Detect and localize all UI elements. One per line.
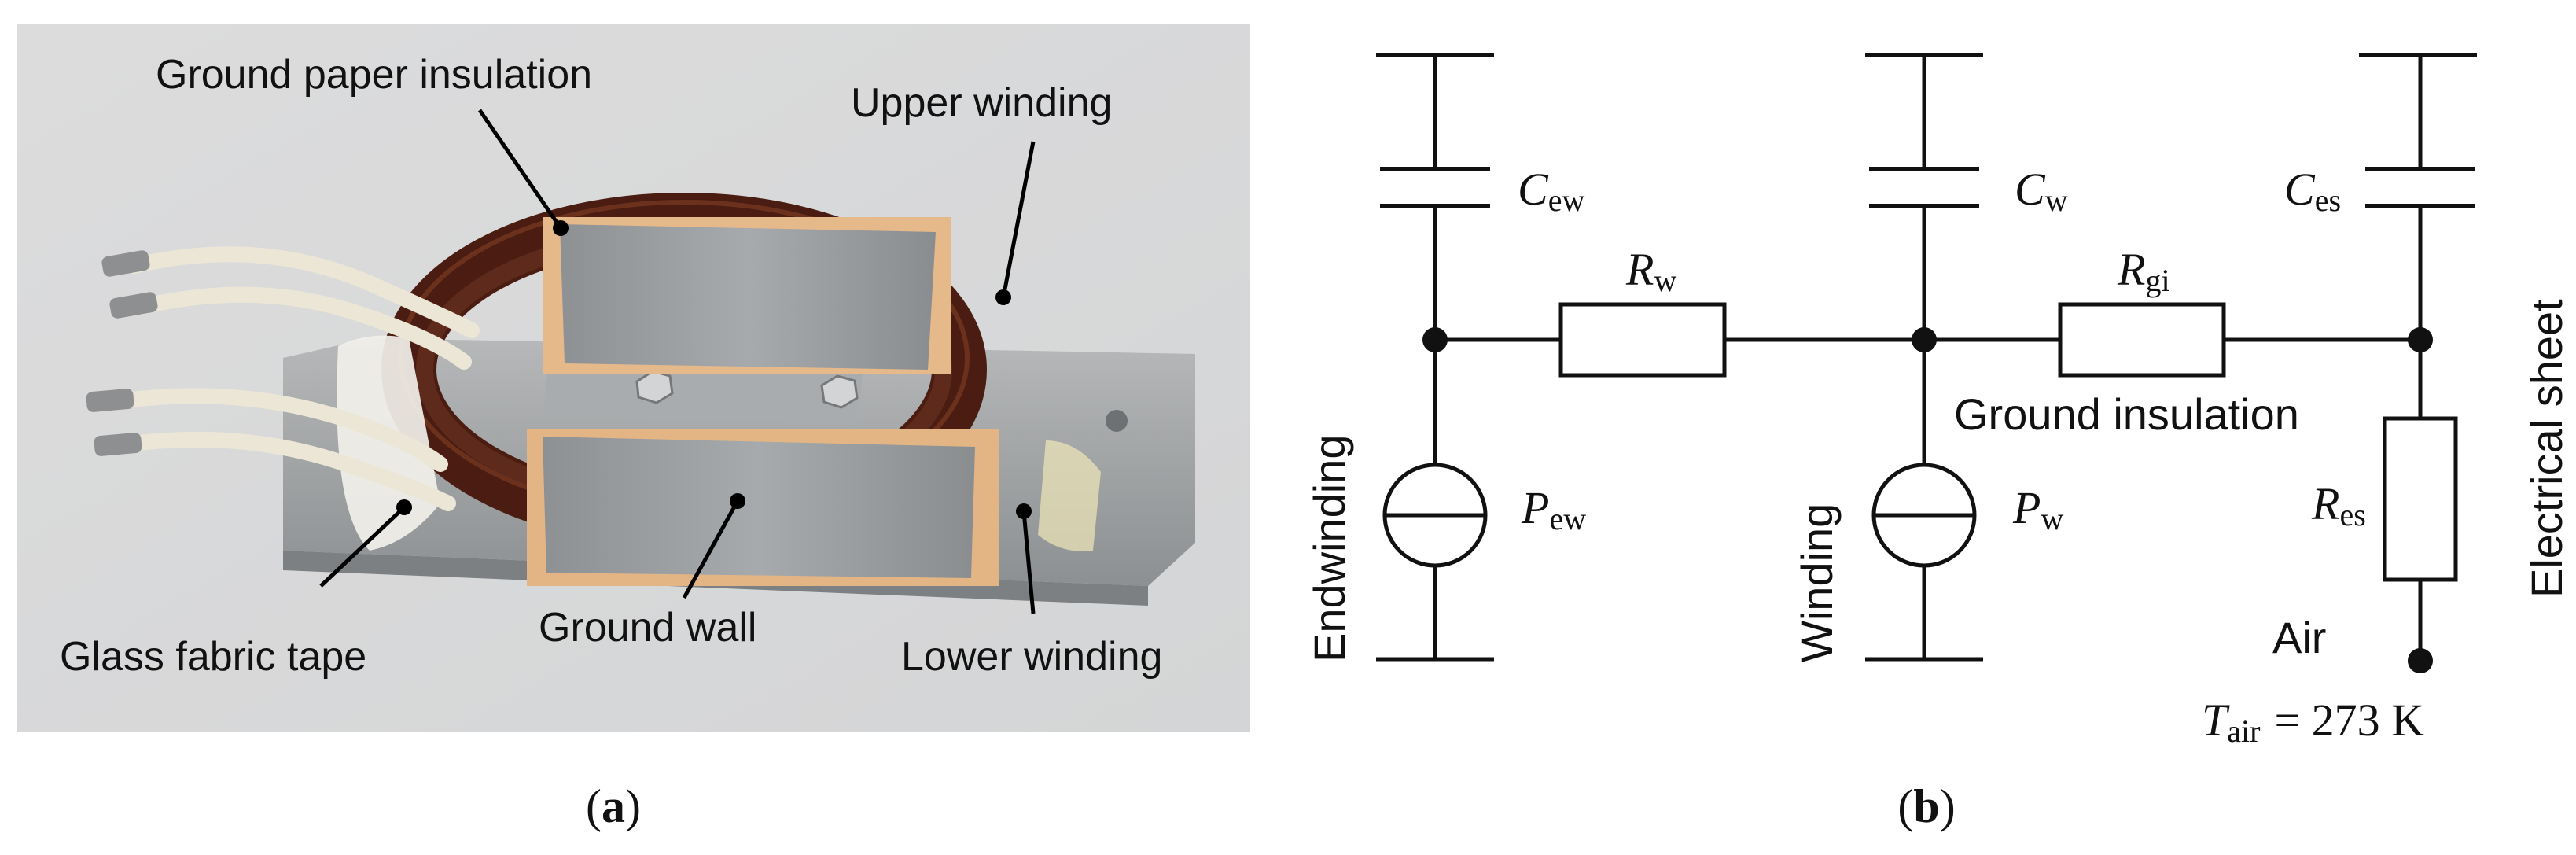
node-air xyxy=(2408,648,2433,673)
label-c-w-subscript: w xyxy=(2045,182,2068,218)
panel-b-circuit: Cew Cw Ces Rw Rgi Res Pew Pw Endwinding … xyxy=(1305,53,2571,749)
label-upper-winding: Upper winding xyxy=(851,80,1112,126)
label-p-ew: Pew xyxy=(1521,482,1586,536)
leader-lower-winding xyxy=(1021,510,1036,614)
caption-b-letter: b xyxy=(1913,780,1939,832)
leader-glass-fabric xyxy=(319,506,406,588)
leader-upper-winding xyxy=(1001,141,1036,298)
panel-a-photo: Ground paper insulation Upper winding Gl… xyxy=(17,24,1250,732)
leader-dot-upper-winding xyxy=(995,289,1011,305)
resistor-r-w xyxy=(1558,302,1727,378)
lug-2 xyxy=(109,292,158,319)
label-r-es: Res xyxy=(2311,478,2366,533)
cable-4 xyxy=(118,431,456,511)
label-c-es: Ces xyxy=(2284,164,2341,218)
label-p-w-symbol: P xyxy=(2012,482,2041,533)
cable-1 xyxy=(126,246,480,338)
label-glass-fabric-tape: Glass fabric tape xyxy=(60,634,366,680)
label-c-w: Cw xyxy=(2015,164,2068,218)
label-p-ew-symbol: P xyxy=(1521,482,1549,533)
label-r-gi: Rgi xyxy=(2117,244,2170,298)
leader-ground-wall xyxy=(682,499,740,599)
label-r-es-symbol: R xyxy=(2311,478,2339,529)
label-lower-winding: Lower winding xyxy=(901,634,1162,680)
lug-3 xyxy=(86,389,134,412)
label-electrical-sheet: Electrical sheet xyxy=(2522,299,2571,598)
label-p-w-subscript: w xyxy=(2041,501,2063,536)
cable-2 xyxy=(134,286,472,370)
lug-4 xyxy=(94,433,142,456)
label-c-ew-subscript: ew xyxy=(1548,182,1585,218)
caption-b: (b) xyxy=(1897,780,1955,832)
ground-wall-upper xyxy=(560,224,936,370)
leader-ground-paper xyxy=(477,109,563,230)
label-winding: Winding xyxy=(1792,503,1842,662)
cables xyxy=(86,246,480,511)
label-r-w-symbol: R xyxy=(1625,244,1654,295)
cable-3 xyxy=(110,388,448,472)
label-ground-paper-insulation: Ground paper insulation xyxy=(156,52,592,98)
caption-a: (a) xyxy=(586,780,641,832)
label-t-air-subscript: air xyxy=(2227,713,2260,749)
leader-dot-lower-winding xyxy=(1016,503,1032,519)
resistor-r-gi xyxy=(2058,302,2226,378)
label-endwinding: Endwinding xyxy=(1305,434,1354,662)
label-air: Air xyxy=(2272,613,2326,662)
label-t-air-symbol: T xyxy=(2202,695,2230,746)
label-p-ew-subscript: ew xyxy=(1549,501,1586,536)
caption-b-open: ( xyxy=(1897,780,1913,832)
glass-fabric-tape-right xyxy=(1038,440,1101,551)
bolt-right xyxy=(820,374,859,409)
ground-wall-lower xyxy=(543,437,975,578)
label-p-w: Pw xyxy=(2012,482,2063,536)
leader-dot-glass-fabric xyxy=(396,499,412,515)
label-c-es-symbol: C xyxy=(2284,164,2316,215)
caption-a-open: ( xyxy=(586,780,602,832)
mounting-hole xyxy=(1106,410,1128,432)
label-ground-insulation: Ground insulation xyxy=(1954,389,2299,439)
label-c-ew-symbol: C xyxy=(1518,164,1549,215)
label-ground-wall: Ground wall xyxy=(539,605,756,650)
label-r-gi-subscript: gi xyxy=(2145,263,2169,298)
resistor-r-es xyxy=(2383,416,2458,582)
caption-a-letter: a xyxy=(602,780,625,832)
label-r-w-subscript: w xyxy=(1654,263,1676,298)
label-r-es-subscript: es xyxy=(2339,497,2365,533)
caption-b-close: ) xyxy=(1940,780,1956,832)
label-c-ew: Cew xyxy=(1518,164,1584,218)
label-c-es-subscript: es xyxy=(2315,182,2341,218)
label-c-w-symbol: C xyxy=(2015,164,2046,215)
label-r-gi-symbol: R xyxy=(2117,244,2145,295)
label-t-air-value: = 273 K xyxy=(2274,695,2424,746)
lug-1 xyxy=(101,250,150,277)
leader-dot-ground-paper xyxy=(553,220,569,236)
leader-dot-ground-wall xyxy=(730,493,745,509)
label-r-w: Rw xyxy=(1625,244,1676,298)
label-t-air: Tair = 273 K xyxy=(2202,695,2424,749)
caption-a-close: ) xyxy=(625,780,641,832)
